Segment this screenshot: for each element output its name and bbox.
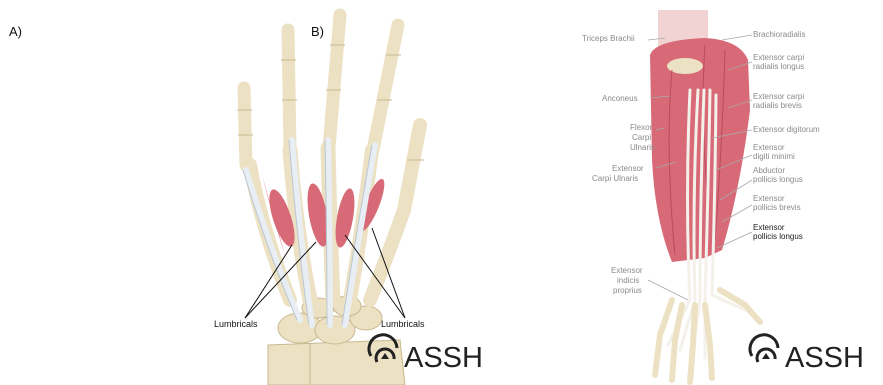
label-epb-1: Extensor <box>753 194 785 203</box>
label-edm-2: digiti minimi <box>753 152 795 161</box>
label-proprius: proprius <box>613 286 642 295</box>
assh-swirl-icon-2 <box>750 335 778 362</box>
label-ecrl-1: Extensor carpi <box>753 53 804 62</box>
label-edm-1: Extensor <box>753 143 785 152</box>
label-epl-1: Extensor <box>753 223 785 232</box>
label-indicis: indicis <box>617 276 639 285</box>
label-extensor-digitorum: Extensor digitorum <box>753 125 820 134</box>
label-flexor: Flexor <box>630 123 653 132</box>
lumbricals-label-right: Lumbricals <box>381 319 425 329</box>
label-ecrl-2: radialis longus <box>753 62 804 71</box>
label-extensor-cu: Extensor <box>612 164 644 173</box>
forearm-labels-right: Brachioradialis Extensor carpi radialis … <box>753 30 820 241</box>
label-apl-2: pollicis longus <box>753 175 803 184</box>
label-brachioradialis: Brachioradialis <box>753 30 805 39</box>
label-extensor-ip: Extensor <box>611 266 643 275</box>
label-carpi-ulnaris: Carpi Ulnaris <box>592 174 638 183</box>
label-epl-2: pollicis longus <box>753 232 803 241</box>
label-ecrb-2: radialis brevis <box>753 101 802 110</box>
label-anconeus: Anconeus <box>602 94 638 103</box>
label-carpi: Carpi <box>632 133 651 142</box>
label-apl-1: Abductor <box>753 166 785 175</box>
assh-logo-text-2: ASSH <box>785 342 864 374</box>
lumbricals-label-left: Lumbricals <box>214 319 258 329</box>
label-ecrb-1: Extensor carpi <box>753 92 804 101</box>
label-triceps-brachii: Triceps Brachii <box>582 34 635 43</box>
hand-illustration <box>237 15 424 385</box>
assh-logo-text: ASSH <box>404 342 483 374</box>
label-ulnaris: Ulnaris <box>630 143 655 152</box>
label-epb-2: pollicis brevis <box>753 203 801 212</box>
forearm-illustration <box>648 10 760 382</box>
forearm-labels-left: Triceps Brachii Anconeus Flexor Carpi Ul… <box>582 34 655 295</box>
